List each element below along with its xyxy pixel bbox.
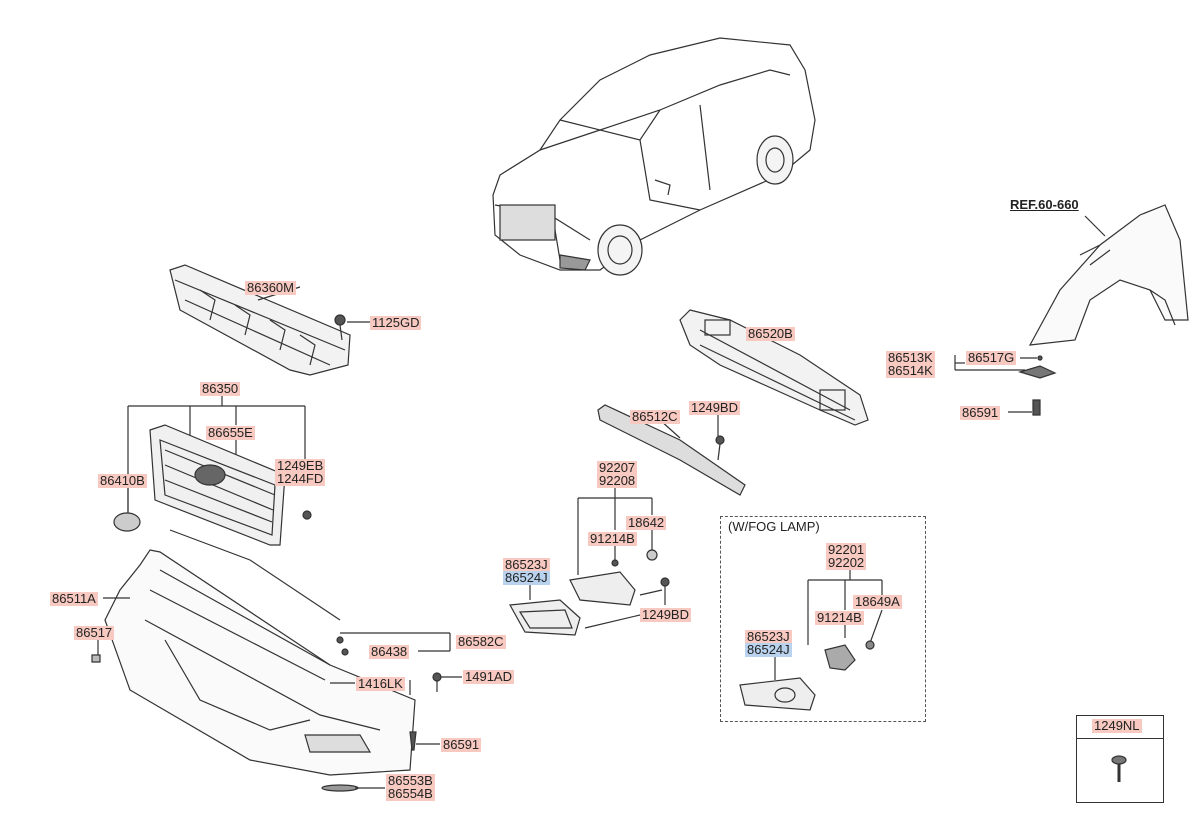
part-label-1244fd[interactable]: 1244FD	[275, 471, 326, 486]
part-label-92208[interactable]: 92208	[597, 473, 638, 488]
part-label-92207[interactable]: 92207	[597, 460, 638, 475]
part-label-86514k[interactable]: 86514K	[886, 363, 935, 378]
radiator-grille-part	[149, 424, 312, 546]
part-label-86350[interactable]: 86350	[200, 381, 241, 396]
part-label-86524j-fog[interactable]: 86524J	[745, 642, 792, 657]
part-label-91214b-fog[interactable]: 91214B	[815, 610, 864, 625]
part-label-86517[interactable]: 86517	[74, 625, 115, 640]
part-label-1249nl[interactable]: 1249NL	[1092, 718, 1142, 733]
part-label-86591-fender[interactable]: 86591	[960, 405, 1001, 420]
ref-label[interactable]: REF.60-660	[1010, 197, 1079, 212]
front-bumper-part	[103, 529, 416, 792]
part-label-86360m[interactable]: 86360M	[245, 280, 296, 295]
part-label-1416lk[interactable]: 1416LK	[356, 676, 405, 691]
part-label-86523j-fog[interactable]: 86523J	[745, 629, 792, 644]
fog-lamp-variant-box	[720, 516, 926, 722]
bumper-fasteners	[330, 672, 462, 789]
fog-lamp-box-drawing	[739, 570, 883, 711]
part-label-92201[interactable]: 92201	[826, 542, 867, 557]
part-label-86523j[interactable]: 86523J	[503, 557, 550, 572]
fender-part	[954, 204, 1189, 416]
part-label-1249bd-fog[interactable]: 1249BD	[640, 607, 691, 622]
part-label-86511a[interactable]: 86511A	[50, 591, 98, 606]
energy-absorber-part	[679, 309, 869, 426]
part-label-1491ad[interactable]: 1491AD	[463, 669, 514, 684]
screw-legend-header	[1076, 715, 1164, 739]
fog-lamp-callout	[577, 487, 658, 575]
part-label-86553b[interactable]: 86553B	[386, 773, 435, 788]
fog-lamp-title: (W/FOG LAMP)	[728, 519, 820, 534]
screw-1249nl	[1111, 755, 1127, 782]
lip-strip-part	[597, 404, 746, 496]
part-label-86591[interactable]: 86591	[441, 737, 482, 752]
part-label-91214b[interactable]: 91214B	[588, 531, 637, 546]
part-label-18649a[interactable]: 18649A	[853, 594, 902, 609]
car-illustration	[492, 37, 816, 276]
part-label-86582c[interactable]: 86582C	[456, 634, 506, 649]
part-label-86410b[interactable]: 86410B	[98, 473, 147, 488]
part-label-86438[interactable]: 86438	[369, 644, 410, 659]
part-label-92202[interactable]: 92202	[826, 555, 867, 570]
part-label-1249eb[interactable]: 1249EB	[275, 458, 326, 473]
part-label-86524j[interactable]: 86524J	[503, 570, 550, 585]
part-label-86655e[interactable]: 86655E	[206, 425, 255, 440]
part-label-1125gd[interactable]: 1125GD	[370, 315, 422, 330]
emblem-part	[113, 480, 141, 532]
part-label-86512c[interactable]: 86512C	[630, 409, 680, 424]
grille-carrier-part	[169, 264, 351, 376]
strip-callout	[336, 632, 451, 656]
part-86517	[91, 640, 101, 663]
fog-cover-part	[509, 571, 670, 636]
part-label-1249bd-strip[interactable]: 1249BD	[689, 400, 740, 415]
part-label-86554b[interactable]: 86554B	[386, 786, 435, 801]
bolt-1125gd	[334, 314, 370, 341]
part-label-86517g[interactable]: 86517G	[966, 350, 1017, 365]
part-label-18642[interactable]: 18642	[626, 515, 667, 530]
part-label-86513k[interactable]: 86513K	[886, 350, 935, 365]
part-label-86520b[interactable]: 86520B	[746, 326, 795, 341]
